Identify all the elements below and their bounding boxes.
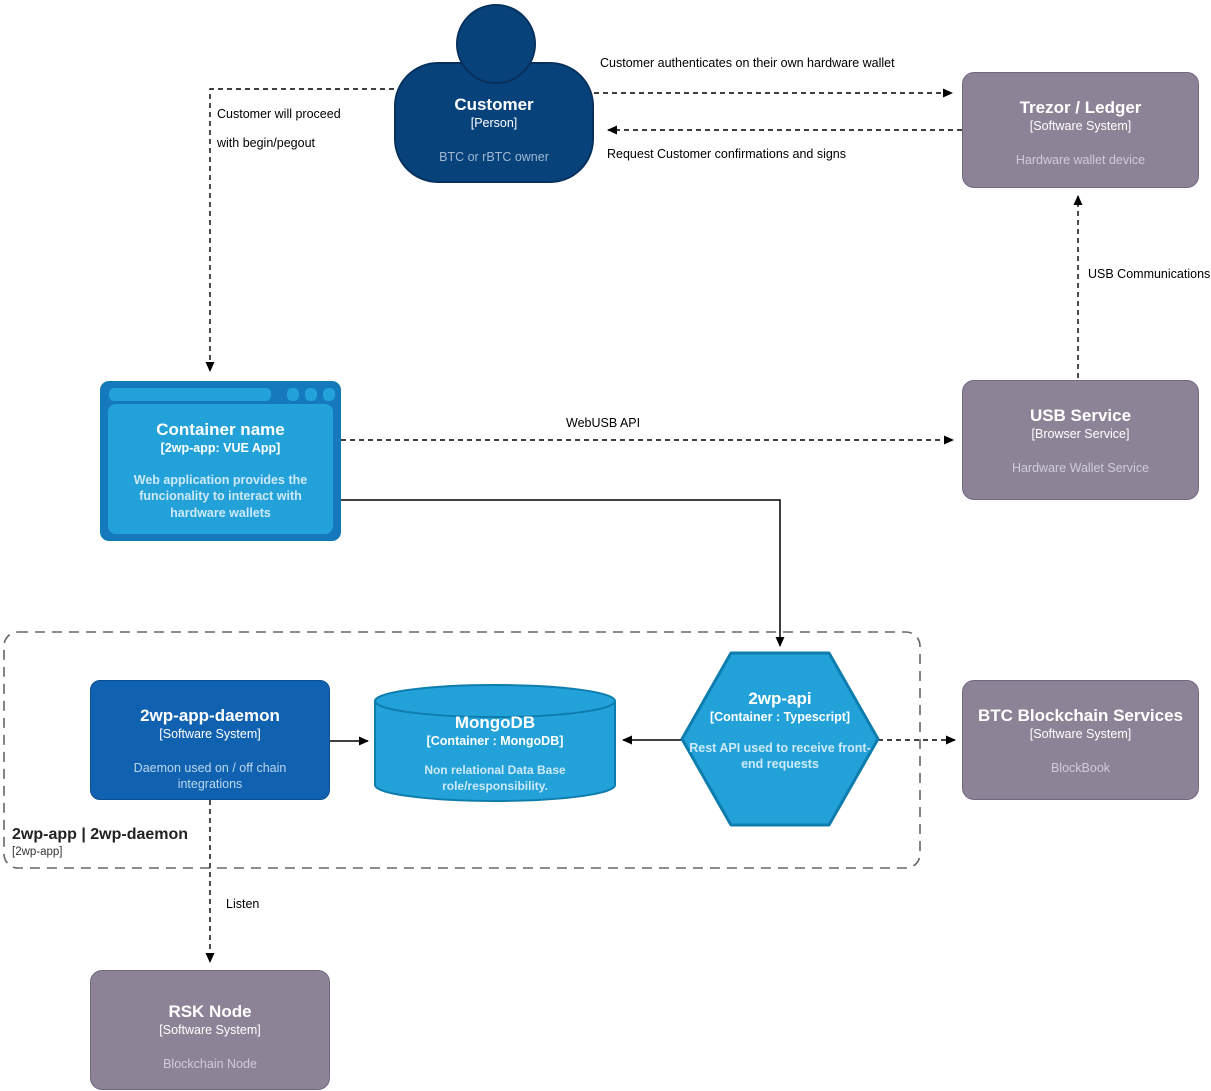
edge-label-listen: Listen xyxy=(226,897,260,911)
edge-label-authenticates: Customer authenticates on their own hard… xyxy=(600,56,895,70)
browser-address-bar-icon xyxy=(109,388,271,401)
node-description: Web application provides the funcionalit… xyxy=(133,473,308,520)
node-title: Container name xyxy=(156,420,285,439)
node-meta: [Container : MongoDB] xyxy=(426,734,564,749)
node-2wp-api-text: 2wp-api [Container : Typescript] Rest AP… xyxy=(680,688,880,773)
edge-label-webusb-api: WebUSB API xyxy=(566,416,641,430)
edge-customer-to-webapp xyxy=(205,88,394,372)
node-description: Hardware Wallet Service xyxy=(1011,461,1150,476)
edge-label-proceed-line2: with begin/pegout xyxy=(217,136,315,150)
node-mongodb-text: MongoDB [Container : MongoDB] Non relati… xyxy=(375,712,615,794)
node-webapp-browser: Container name [2wp-app: VUE App] Web ap… xyxy=(100,381,341,541)
browser-button-icon xyxy=(305,388,317,401)
node-title: Customer xyxy=(454,95,534,114)
edge-label-proceed-line1: Customer will proceed xyxy=(217,107,341,121)
node-title: MongoDB xyxy=(454,713,536,732)
node-title: BTC Blockchain Services xyxy=(977,706,1184,725)
node-meta: [2wp-app: VUE App] xyxy=(160,441,281,456)
node-description: Blockchain Node xyxy=(163,1057,257,1072)
node-meta: [Browser Service] xyxy=(1031,427,1130,442)
node-webapp-text: Container name [2wp-app: VUE App] Web ap… xyxy=(108,419,333,521)
browser-button-icon xyxy=(323,388,335,401)
node-description: Non relational Data Base role/responsibi… xyxy=(424,763,566,793)
person-head-icon xyxy=(456,4,536,84)
node-title: 2wp-api xyxy=(748,689,812,708)
node-title: 2wp-app-daemon xyxy=(140,706,280,725)
node-meta: [Software System] xyxy=(159,1023,261,1038)
node-title: Trezor / Ledger xyxy=(1019,98,1142,117)
boundary-label: 2wp-app | 2wp-daemon [2wp-app] xyxy=(12,826,188,858)
node-meta: [Person] xyxy=(470,116,518,131)
edge-webapp-to-api xyxy=(341,499,785,647)
browser-button-icon xyxy=(287,388,299,401)
node-usb-service: USB Service [Browser Service] Hardware W… xyxy=(962,380,1199,500)
browser-content-panel xyxy=(108,404,333,534)
node-description: Hardware wallet device xyxy=(1015,153,1146,168)
node-title: RSK Node xyxy=(168,1002,252,1021)
edge-label-usb-communications: USB Communications xyxy=(1088,267,1211,281)
node-meta: [Software System] xyxy=(1029,727,1132,742)
node-title: USB Service xyxy=(1029,406,1132,425)
node-meta: [Container : Typescript] xyxy=(709,710,851,725)
node-mongodb-shape xyxy=(374,684,616,802)
node-2wp-api-shape xyxy=(680,651,880,827)
node-2wp-app-daemon: 2wp-app-daemon [Software System] Daemon … xyxy=(90,680,330,800)
node-btc-blockchain-services: BTC Blockchain Services [Software System… xyxy=(962,680,1199,800)
edge-label-confirmations: Request Customer confirmations and signs xyxy=(607,147,847,161)
node-rsk-node: RSK Node [Software System] Blockchain No… xyxy=(90,970,330,1090)
node-description: Daemon used on / off chain integrations xyxy=(133,761,287,792)
node-trezor-ledger: Trezor / Ledger [Software System] Hardwa… xyxy=(962,72,1199,188)
node-description: Rest API used to receive front-end reque… xyxy=(689,741,871,772)
boundary-name: 2wp-app | 2wp-daemon xyxy=(12,826,189,843)
node-description: BlockBook xyxy=(1050,761,1111,776)
boundary-meta: [2wp-app] xyxy=(12,846,63,858)
node-description: BTC or rBTC owner xyxy=(439,150,549,165)
boundary-2wp-app xyxy=(3,631,921,869)
node-meta: [Software System] xyxy=(159,727,261,742)
node-meta: [Software System] xyxy=(1029,119,1132,134)
